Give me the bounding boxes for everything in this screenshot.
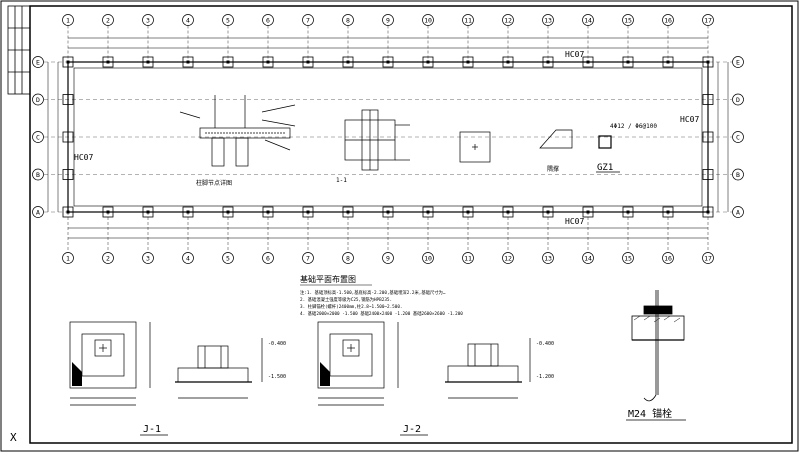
column-base-label: 柱脚节点详图 <box>196 179 232 187</box>
row-label-left-D: D <box>36 96 40 104</box>
axis-label-top-7: 7 <box>306 17 310 25</box>
row-bubble-left-A <box>32 206 44 218</box>
j2-title: J-2 <box>403 424 421 435</box>
axis-label-bottom-16: 16 <box>664 255 672 263</box>
beam-label-top: HC07 <box>565 50 584 59</box>
row-bubble-right-C <box>732 131 744 143</box>
notes-block: 基础平面布置图 注:1. 基础顶标高-1.500,基底标高-2.200,基础埋深… <box>300 274 463 317</box>
gz1-title: GZ1 <box>597 163 613 173</box>
axis-label-top-11: 11 <box>464 17 472 25</box>
axis-label-bottom-9: 9 <box>386 255 390 263</box>
row-bubble-right-A <box>732 206 744 218</box>
axis-label-top-6: 6 <box>266 17 270 25</box>
row-label-right-E: E <box>736 59 740 67</box>
axis-label-bottom-5: 5 <box>226 255 230 263</box>
row-label-left-B: B <box>36 171 40 179</box>
anchor-plate-detail <box>459 131 491 163</box>
axis-label-top-3: 3 <box>146 17 150 25</box>
j2-elev-top: -0.400 <box>536 341 554 347</box>
axis-label-bottom-11: 11 <box>464 255 472 263</box>
j1-elev-top: -0.400 <box>268 341 286 347</box>
beam-label-right: HC07 <box>680 115 699 124</box>
axis-label-bottom-4: 4 <box>186 255 190 263</box>
axis-label-top-16: 16 <box>664 17 672 25</box>
axis-label-bottom-17: 17 <box>704 255 712 263</box>
axis-label-bottom-2: 2 <box>106 255 110 263</box>
axis-label-bottom-13: 13 <box>544 255 552 263</box>
axis-label-top-1: 1 <box>66 17 70 25</box>
notes-heading: 基础平面布置图 <box>300 274 356 284</box>
gz1-rebar: 4Φ12 / Φ6@100 <box>610 123 657 130</box>
row-label-right-B: B <box>736 171 740 179</box>
axis-label-top-8: 8 <box>346 17 350 25</box>
axis-label-top-9: 9 <box>386 17 390 25</box>
row-label-left-C: C <box>36 134 40 142</box>
axis-label-top-4: 4 <box>186 17 190 25</box>
axis-label-bottom-6: 6 <box>266 255 270 263</box>
j1-elev-bottom: -1.500 <box>268 374 286 380</box>
axis-label-bottom-1: 1 <box>66 255 70 263</box>
notes-line-1: 注:1. 基础顶标高-1.500,基底标高-2.200,基础埋深2.2米,基础尺… <box>300 289 446 296</box>
notes-line-4: 4. 基础2000×2000 -1.500 基础2400×2400 -1.200… <box>300 310 463 317</box>
axis-label-bottom-14: 14 <box>584 255 592 263</box>
drawing-border <box>29 5 793 444</box>
column-base-detail: 柱脚节点详图 <box>179 95 296 187</box>
axis-label-top-12: 12 <box>504 17 512 25</box>
base-plate-detail: 1-1 <box>336 109 410 184</box>
axis-label-bottom-3: 3 <box>146 255 150 263</box>
brace-detail: 隅撑 <box>539 129 573 173</box>
row-label-left-A: A <box>36 209 40 217</box>
row-label-left-E: E <box>36 59 40 67</box>
axis-label-bottom-15: 15 <box>624 255 632 263</box>
notes-line-2: 2. 基础混凝土强度等级为C25,钢筋为HPB235. <box>300 296 392 303</box>
axis-label-bottom-12: 12 <box>504 255 512 263</box>
j1-plan-detail <box>69 321 151 406</box>
brace-label: 隅撑 <box>547 165 559 173</box>
axis-label-top-2: 2 <box>106 17 110 25</box>
row-bubble-right-E <box>732 56 744 68</box>
axis-label-top-14: 14 <box>584 17 592 25</box>
left-title-strip <box>7 5 31 95</box>
corner-mark: X <box>10 431 17 444</box>
j2-section-detail <box>445 338 531 399</box>
gz1-detail: GZ1 4Φ12 / Φ6@100 <box>596 123 657 173</box>
row-label-right-D: D <box>736 96 740 104</box>
axis-label-bottom-10: 10 <box>424 255 432 263</box>
row-label-right-C: C <box>736 134 740 142</box>
axis-label-bottom-7: 7 <box>306 255 310 263</box>
row-bubble-left-B <box>32 168 44 181</box>
row-bubble-left-E <box>32 56 44 68</box>
row-bubble-left-D <box>32 93 44 106</box>
j2-elev-bottom: -1.200 <box>536 374 554 380</box>
row-bubble-right-B <box>732 168 744 181</box>
beam-label-bottom: HC07 <box>565 217 584 226</box>
axis-label-bottom-8: 8 <box>346 255 350 263</box>
axis-label-top-17: 17 <box>704 17 712 25</box>
axis-label-top-15: 15 <box>624 17 632 25</box>
anchor-bolt-detail <box>631 290 685 402</box>
anchor-bolt-title: M24 锚栓 <box>628 407 672 420</box>
j2-plan-detail <box>317 321 399 406</box>
notes-line-3: 3. 柱脚锚栓(螺杆)2400mm,柱2.8~1.500~2.500. <box>300 303 403 310</box>
row-bubble-right-D <box>732 93 744 106</box>
beam-label-left: HC07 <box>74 153 93 162</box>
axis-label-top-5: 5 <box>226 17 230 25</box>
row-label-right-A: A <box>736 209 740 217</box>
axis-label-top-10: 10 <box>424 17 432 25</box>
j1-section-detail <box>175 338 263 399</box>
j1-title: J-1 <box>143 424 161 435</box>
row-bubble-left-C <box>32 131 44 143</box>
axis-label-top-13: 13 <box>544 17 552 25</box>
base-plate-label: 1-1 <box>336 177 347 184</box>
